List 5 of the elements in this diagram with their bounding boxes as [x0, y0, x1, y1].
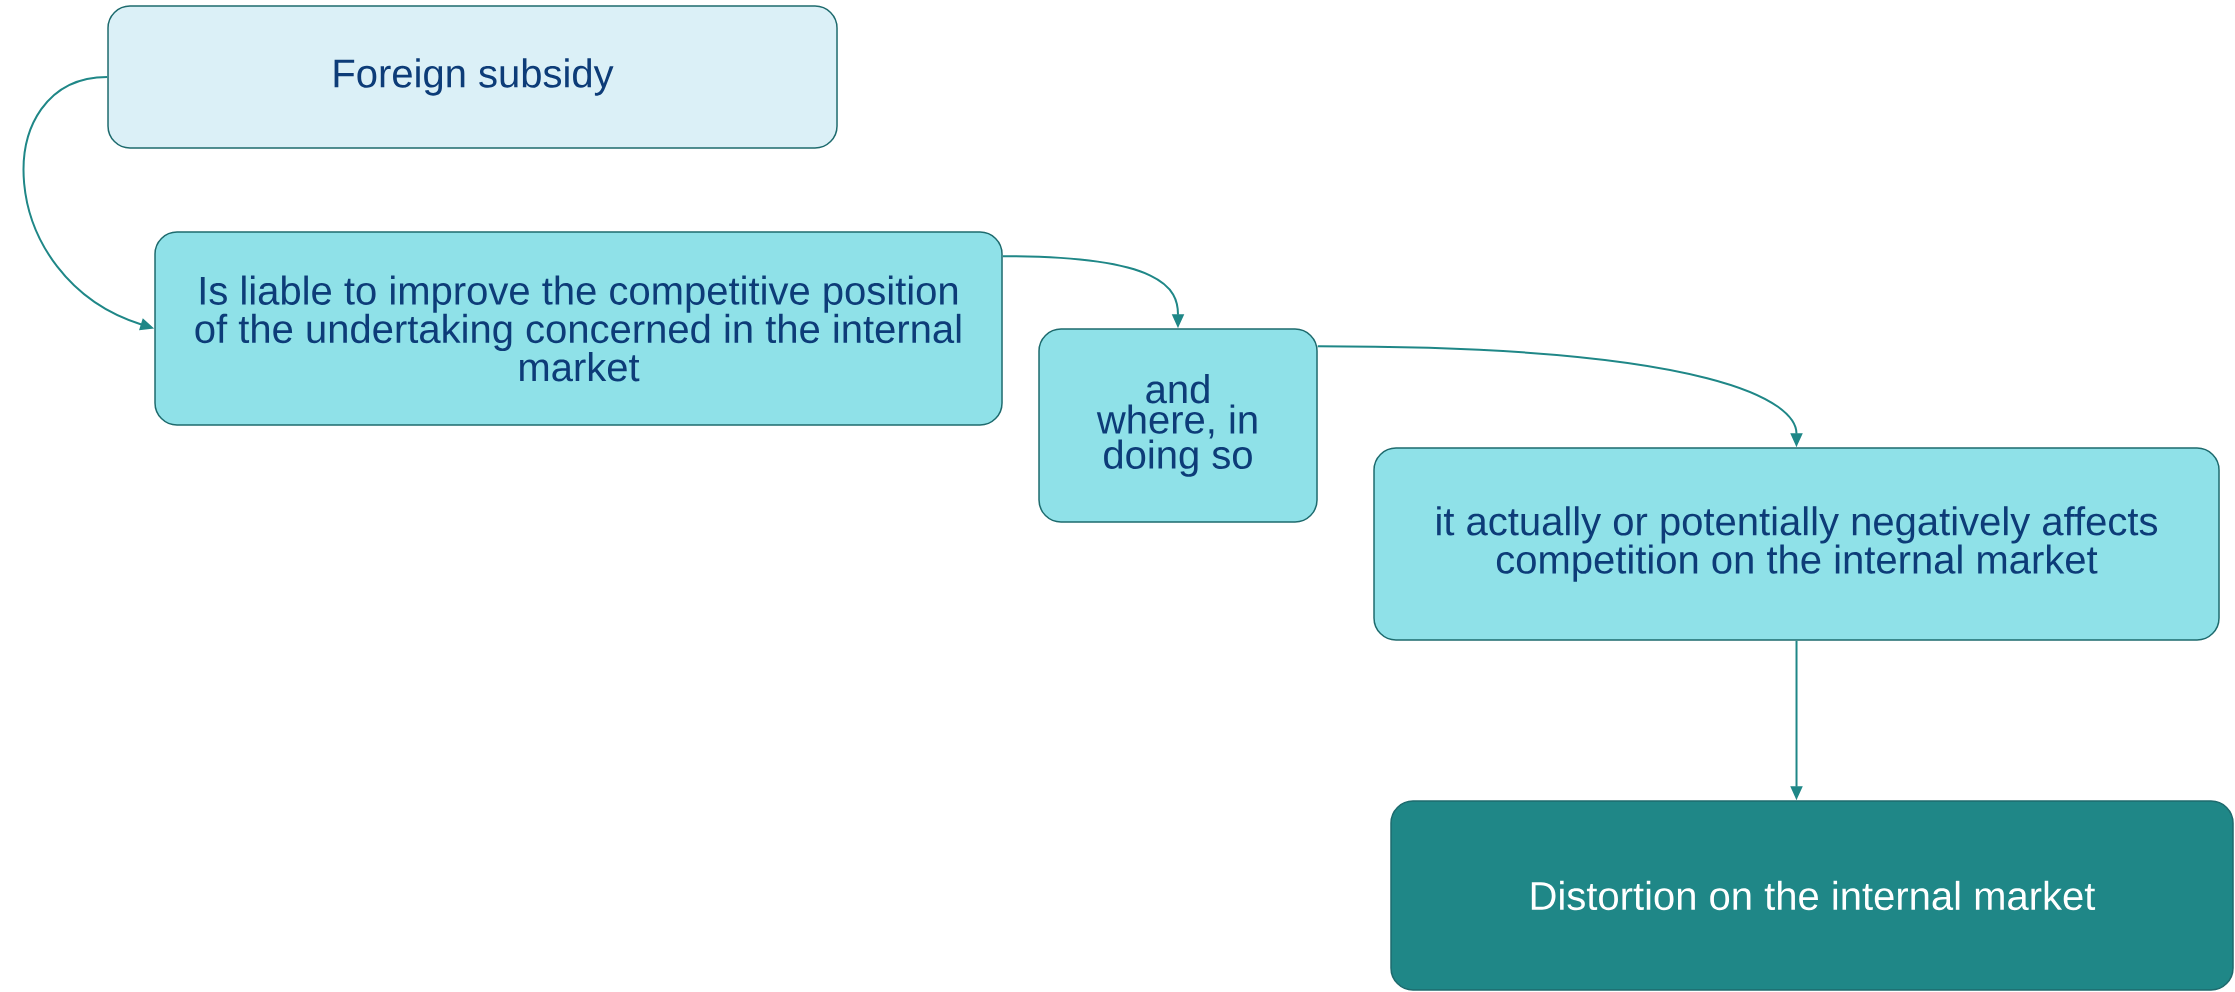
condition-box: and where, in doing so	[1038, 328, 1318, 523]
condition-box: Is liable to improve the competitive position of the undertaking concerned in the internal market	[154, 231, 1003, 426]
start-box: Foreign subsidy	[107, 5, 838, 149]
result-box: Distortion on the internal market	[1390, 800, 2234, 991]
condition-box: it actually or potentially negatively affects competition on the internal market	[1373, 447, 2220, 641]
